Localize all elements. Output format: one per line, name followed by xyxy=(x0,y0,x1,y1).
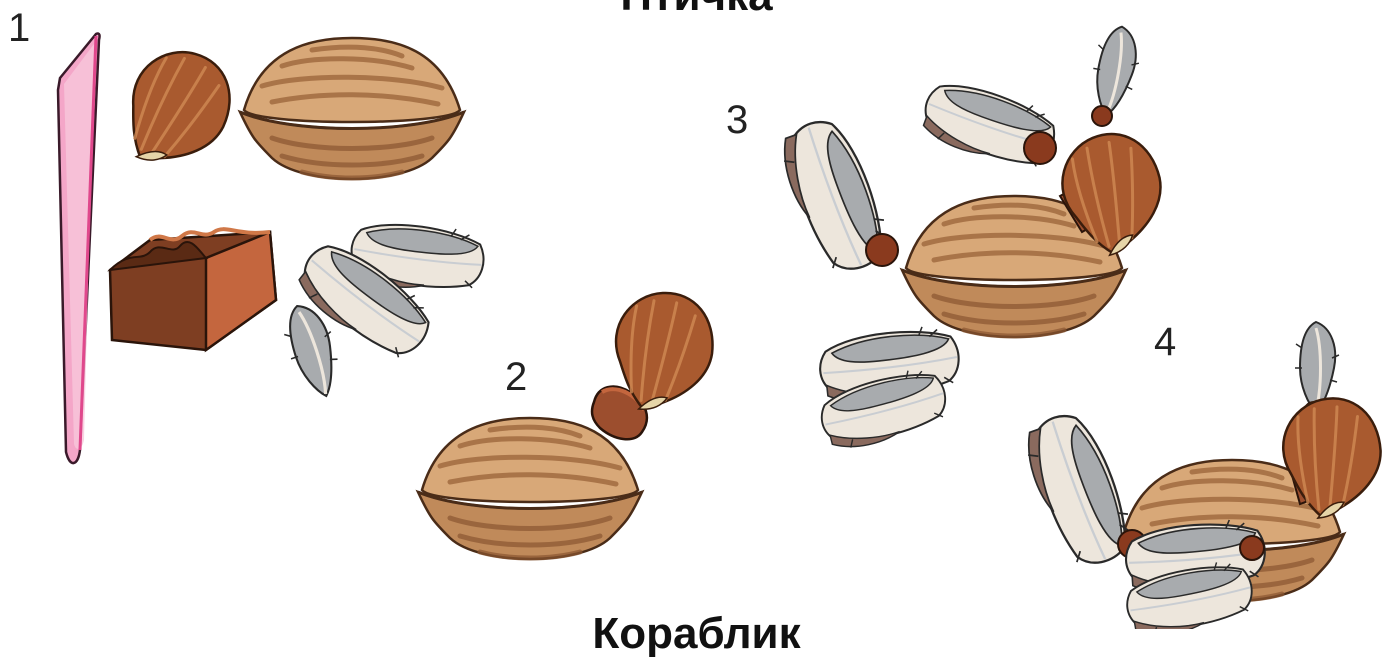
next-section-title: Кораблик xyxy=(0,612,1393,656)
modeling-stick-icon xyxy=(58,33,100,463)
plasticine-block-icon xyxy=(110,229,276,350)
hazelnut-icon xyxy=(125,46,236,170)
step-4-bird xyxy=(1017,322,1393,629)
walnut-icon xyxy=(240,38,464,179)
craft-illustration xyxy=(0,0,1393,629)
feather-icon xyxy=(276,215,487,403)
step-2-walnut xyxy=(418,418,642,559)
step-3-bird xyxy=(773,23,1183,454)
